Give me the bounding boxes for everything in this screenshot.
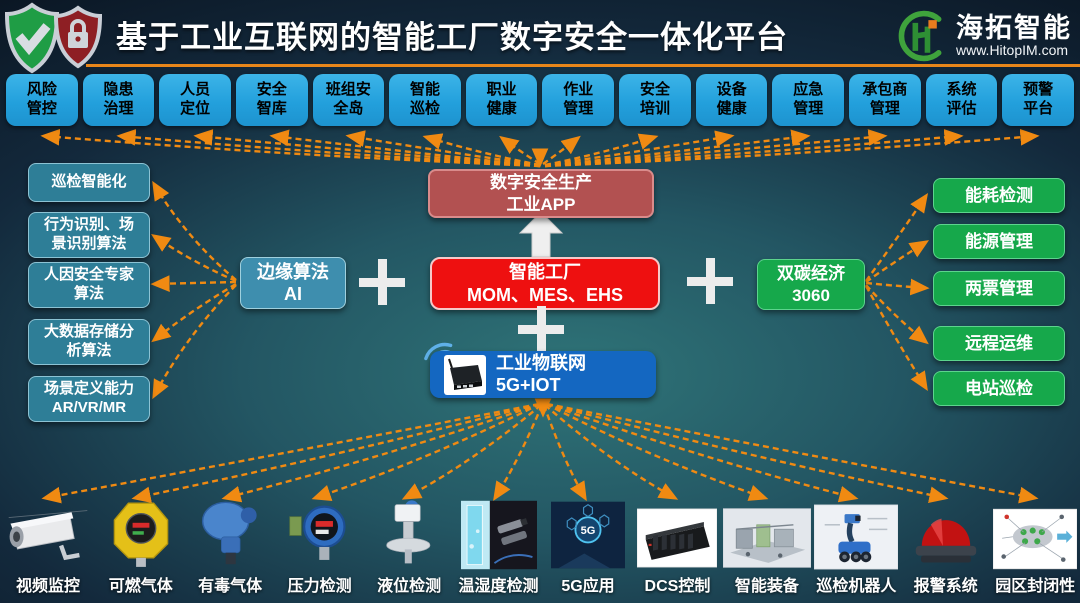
iot-gateway-icon [444,354,486,395]
industrial-iot-box: 工业物联网 5G+IOT [430,351,656,398]
toxic-gas-detector-icon [192,498,268,570]
header: 基于工业互联网的智能工厂数字安全一体化平台 海拓智能 www.HitopIM.c… [0,0,1080,74]
brand-url[interactable]: www.HitopIM.com [956,41,1069,58]
plus-sign-left [359,259,405,305]
module-risk-control[interactable]: 风险管控 [6,74,78,126]
outcome-two-ticket-management: 两票管理 [933,271,1065,306]
outcome-energy-management: 能源管理 [933,224,1065,259]
5g-photo: 5G [550,498,625,570]
device-video-surveillance: 视频监控 [0,498,96,600]
capability-smart-inspection: 巡检智能化 [28,163,150,202]
brand-logo-icon [898,10,942,62]
device-toxic-gas: 有毒气体 [185,498,274,600]
device-level: 液位检测 [364,498,453,600]
module-personnel-positioning[interactable]: 人员定位 [159,74,231,126]
device-inspection-robot: 巡检机器人 [812,498,901,600]
module-button-row: 风险管控 隐患治理 人员定位 安全智库 班组安全岛 智能巡检 职业健康 作业管理… [6,74,1074,126]
flammable-gas-detector-icon [106,498,176,570]
module-smart-inspection[interactable]: 智能巡检 [389,74,461,126]
page-title: 基于工业互联网的智能工厂数字安全一体化平台 [116,20,788,55]
outcome-remote-ops: 远程运维 [933,326,1065,361]
alarm-beacon-icon [908,498,984,570]
digital-safety-app-box: 数字安全生产工业APP [428,169,654,218]
module-system-evaluation[interactable]: 系统评估 [925,74,998,126]
level-sensor-icon [374,498,444,570]
device-row: 视频监控 可燃气体 [0,498,1080,600]
shield-logo-icon [4,2,108,79]
module-hazard-management[interactable]: 隐患治理 [82,74,155,126]
dcs-photo [637,498,718,570]
pressure-sensor-icon [284,498,356,570]
module-emergency-management[interactable]: 应急管理 [772,74,845,126]
inspection-robot-photo [814,498,899,570]
module-early-warning-platform[interactable]: 预警平台 [1002,74,1074,126]
device-temp-humidity: 温湿度检测 [454,498,543,600]
module-occupational-health[interactable]: 职业健康 [465,74,538,126]
capability-big-data-analytics: 大数据存储分析算法 [28,319,150,365]
outcome-energy-consumption: 能耗检测 [933,178,1065,213]
campus-diagram-photo [993,498,1078,570]
module-equipment-health[interactable]: 设备健康 [695,74,768,126]
brand-logo: 海拓智能 www.HitopIM.com [892,8,1072,64]
module-contractor-management[interactable]: 承包商管理 [849,74,921,126]
module-safety-knowledge[interactable]: 安全智库 [235,74,308,126]
module-team-safety-island[interactable]: 班组安全岛 [312,74,385,126]
plus-sign-middle [518,306,564,352]
capability-human-factor-expert: 人因安全专家算法 [28,262,150,308]
device-smart-equipment: 智能装备 [722,498,811,600]
module-job-management[interactable]: 作业管理 [542,74,615,126]
device-pressure: 压力检测 [275,498,364,600]
device-dcs: DCS控制 [633,498,722,600]
svg-text:5G: 5G [581,525,596,537]
device-alarm-system: 报警系统 [901,498,990,600]
up-arrow [518,211,564,258]
outcome-station-inspection: 电站巡检 [933,371,1065,406]
device-5g: 5G 5G应用 [543,498,632,600]
capability-behavior-recognition: 行为识别、场景识别算法 [28,212,150,258]
device-flammable-gas: 可燃气体 [96,498,185,600]
cctv-camera-icon [0,498,96,570]
header-divider [86,64,1080,67]
temp-humidity-photo [460,498,537,570]
module-safety-training[interactable]: 安全培训 [619,74,691,126]
device-campus-closure: 园区封闭性 [991,498,1080,600]
plus-sign-right [687,258,733,304]
brand-name: 海拓智能 [956,13,1072,44]
smart-equipment-photo [722,498,811,570]
